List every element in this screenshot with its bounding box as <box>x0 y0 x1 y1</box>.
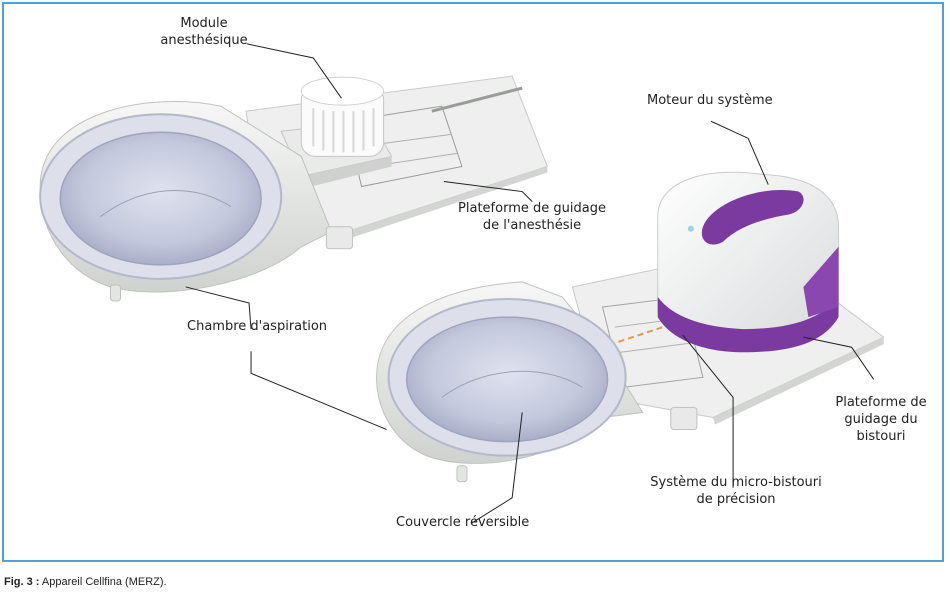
leader-micro-blade <box>682 334 734 488</box>
leader-module <box>246 43 342 99</box>
system-motor <box>657 171 840 353</box>
label-couvercle: Couvercle réversible <box>396 515 530 530</box>
leader-lines <box>185 43 875 524</box>
left-device <box>39 75 548 302</box>
anesthesia-module <box>280 76 393 189</box>
figure-frame: Module anesthésique Moteur du système Pl… <box>2 2 944 562</box>
label-chambre-aspiration: Chambre d'aspiration <box>187 319 328 334</box>
figure-caption-text: Appareil Cellfina (MERZ). <box>39 576 167 588</box>
figure-ref: Fig. 3 : <box>4 576 40 588</box>
label-plateforme-anesthesie: Plateforme de guidage de l'anesthésie <box>458 201 606 233</box>
leader-platform-anesthesia <box>443 181 533 202</box>
leader-chamber-2 <box>250 351 387 431</box>
label-plateforme-bistouri: Plateforme de guidage du bistouri <box>835 395 927 444</box>
label-micro-bistouri: Système du micro-bistouri de précision <box>650 475 822 507</box>
label-module-anesthesique: Module anesthésique <box>160 16 248 48</box>
label-moteur-systeme: Moteur du système <box>647 93 773 108</box>
leader-motor <box>710 120 769 185</box>
leader-platform-blade <box>803 336 875 380</box>
leader-chamber <box>185 286 252 330</box>
figure-caption: Fig. 3 : Appareil Cellfina (MERZ). <box>4 576 167 588</box>
right-device <box>376 171 885 483</box>
leader-couvercle <box>471 412 523 524</box>
